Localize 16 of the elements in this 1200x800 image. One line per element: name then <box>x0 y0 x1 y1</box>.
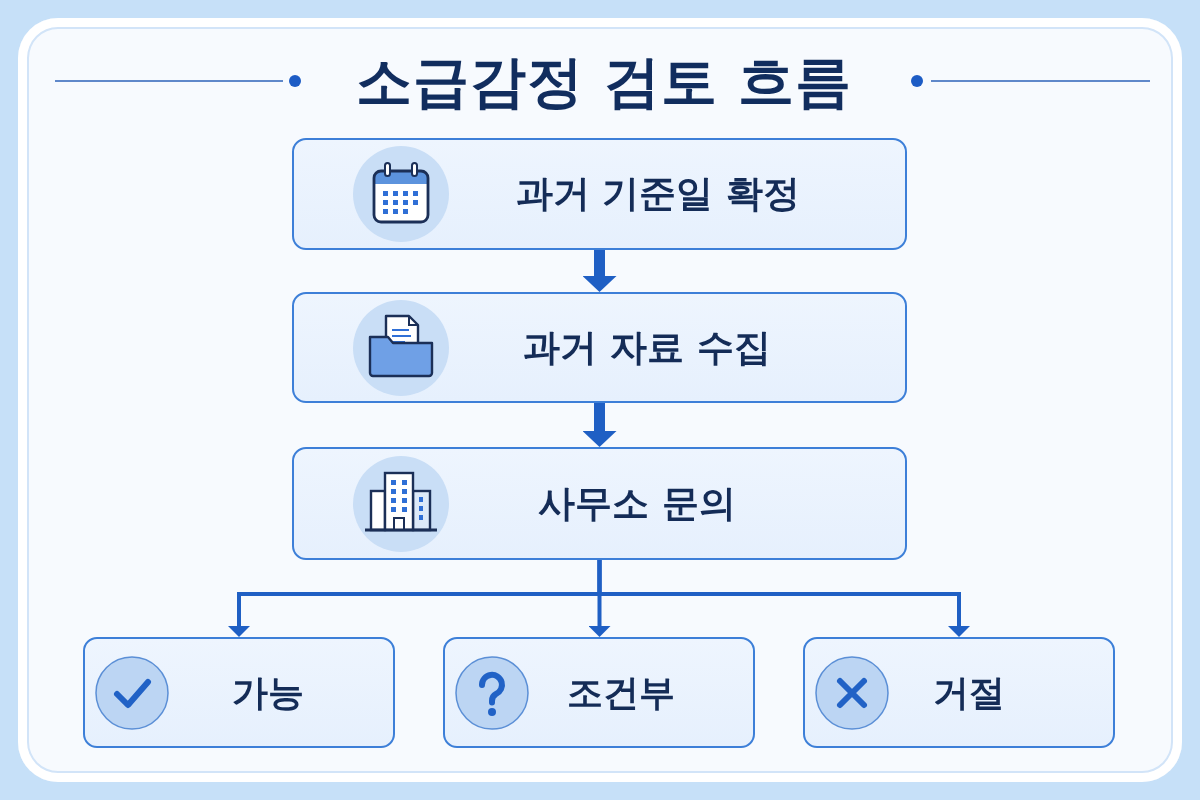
outcome-box <box>83 637 395 748</box>
step-label: 사무소 문의 <box>538 481 736 526</box>
step-label: 과거 기준일 확정 <box>515 171 801 217</box>
outcome-label: 거절 <box>933 670 1005 715</box>
step-label: 과거 자료 수집 <box>523 325 771 370</box>
outcome-box <box>443 637 755 748</box>
outcome-label: 가능 <box>232 670 304 715</box>
process-box <box>292 292 907 403</box>
arrow <box>582 403 617 447</box>
outcome-box <box>803 637 1115 748</box>
process-box <box>292 447 907 560</box>
arrow <box>597 560 970 637</box>
title: 소급감정 검토 흐름 <box>355 49 853 115</box>
arrow <box>582 250 617 292</box>
process-box <box>292 138 907 250</box>
outcome-label: 조건부 <box>567 670 675 715</box>
